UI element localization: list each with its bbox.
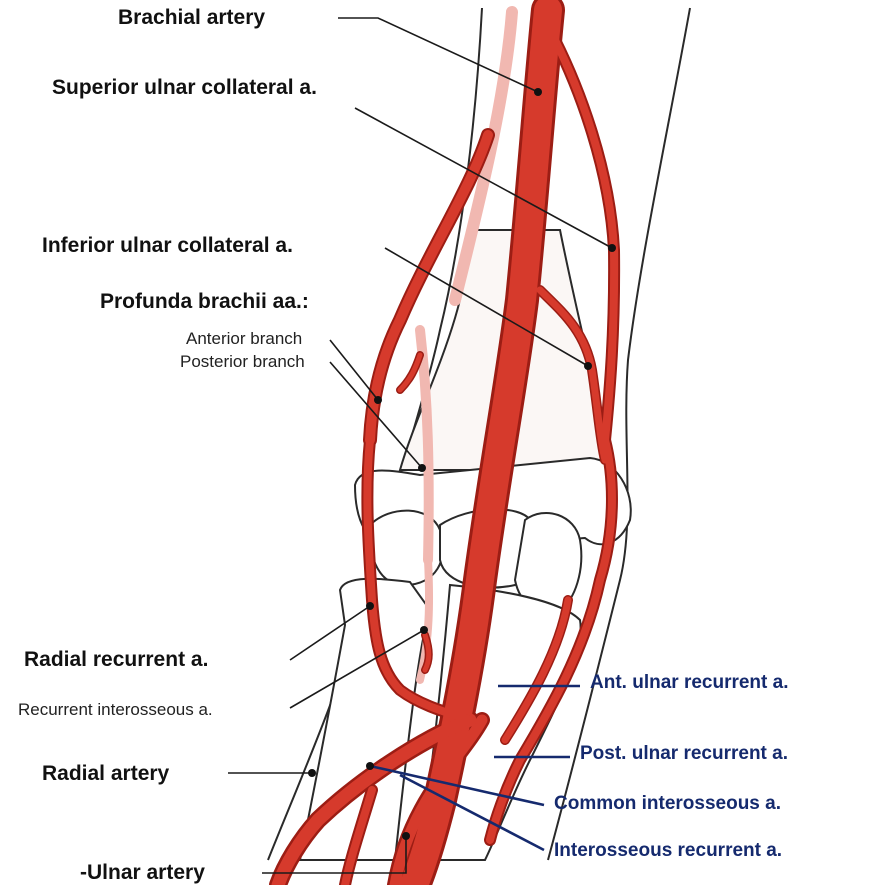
label-inferior-ulnar-collateral: Inferior ulnar collateral a. [42,234,293,258]
label-brachial-artery: Brachial artery [118,6,265,30]
label-interosseous-recurrent: Interosseous recurrent a. [554,840,782,862]
label-superior-ulnar-collateral: Superior ulnar collateral a. [52,76,317,100]
label-radial-artery: Radial artery [42,762,169,786]
label-anterior-branch: Anterior branch [186,329,302,349]
label-radial-recurrent: Radial recurrent a. [24,648,208,672]
label-ant-ulnar-recurrent: Ant. ulnar recurrent a. [590,672,789,694]
label-posterior-branch: Posterior branch [180,352,305,372]
label-common-interosseous: Common interosseous a. [554,793,781,815]
label-ulnar-artery: -Ulnar artery [80,861,205,885]
label-profunda-brachii: Profunda brachii aa.: [100,290,309,314]
elbow-bones [300,230,631,860]
label-recurrent-interosseous: Recurrent interosseous a. [18,700,213,720]
label-post-ulnar-recurrent: Post. ulnar recurrent a. [580,743,788,765]
